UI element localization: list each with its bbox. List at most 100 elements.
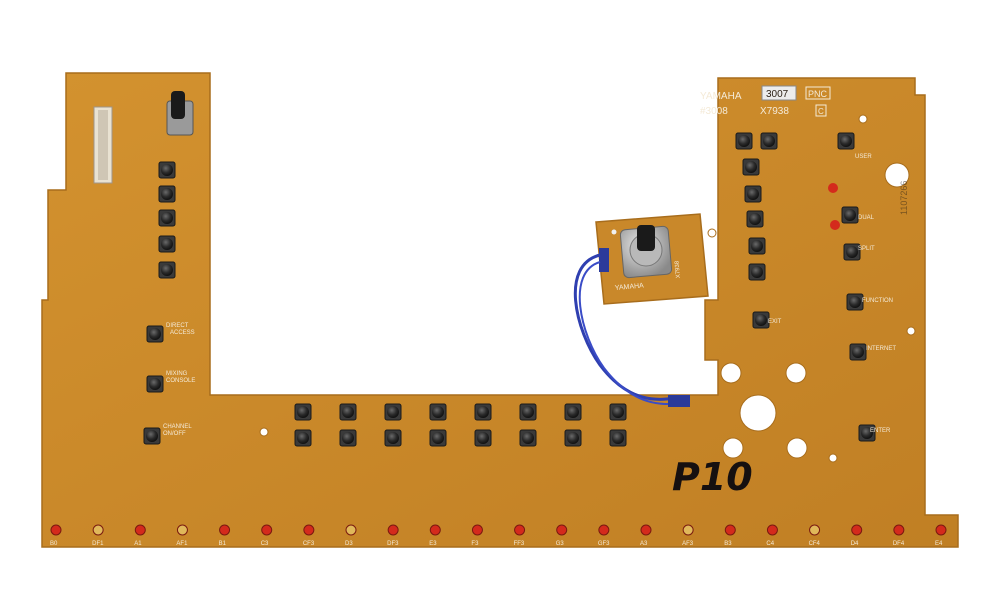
mid-button-top-4[interactable] xyxy=(429,403,447,421)
main-pcb xyxy=(41,72,959,548)
led-label: E3 xyxy=(429,541,437,547)
board-code: X7938 xyxy=(760,106,789,117)
label-dual: DUAL xyxy=(858,215,875,221)
right-button-grid xyxy=(735,132,876,442)
led-15 xyxy=(640,524,652,536)
right-button-7[interactable] xyxy=(748,263,766,281)
right-button-13[interactable] xyxy=(849,343,867,361)
left-button-column xyxy=(143,161,176,445)
left-button-6[interactable] xyxy=(146,325,164,343)
mid-button-bottom-1[interactable] xyxy=(294,429,312,447)
led-label: C3 xyxy=(261,541,269,547)
led-label: D3 xyxy=(345,541,353,547)
pnc-label: PNC xyxy=(808,89,828,99)
right-button-5[interactable] xyxy=(746,210,764,228)
label-access: ACCESS xyxy=(170,330,195,336)
mid-button-bottom-2[interactable] xyxy=(339,429,357,447)
right-button-11[interactable] xyxy=(843,243,861,261)
led-11 xyxy=(471,524,483,536)
mid-button-bottom-8[interactable] xyxy=(609,429,627,447)
mid-button-top-6[interactable] xyxy=(519,403,537,421)
mid-button-top-2[interactable] xyxy=(339,403,357,421)
led-21 xyxy=(893,524,905,536)
led-label: AF3 xyxy=(682,541,694,547)
label-user: USER xyxy=(855,154,872,160)
led-4 xyxy=(176,524,188,536)
right-button-8[interactable] xyxy=(752,311,770,329)
middle-button-grid xyxy=(294,403,627,447)
led-label: A3 xyxy=(640,541,648,547)
handwritten-marking: P10 xyxy=(672,455,753,499)
mid-button-bottom-5[interactable] xyxy=(474,429,492,447)
right-button-10[interactable] xyxy=(841,206,859,224)
mid-button-bottom-6[interactable] xyxy=(519,429,537,447)
right-button-14[interactable] xyxy=(858,424,876,442)
right-button-2[interactable] xyxy=(760,132,778,150)
label-direct: DIRECT xyxy=(166,323,189,329)
led-3 xyxy=(134,524,146,536)
led-7 xyxy=(303,524,315,536)
label-channel: CHANNEL xyxy=(163,424,192,430)
label-exit: EXIT xyxy=(768,319,782,325)
left-button-1[interactable] xyxy=(158,161,176,179)
led-12 xyxy=(514,524,526,536)
led-19 xyxy=(809,524,821,536)
led-17 xyxy=(724,524,736,536)
right-button-3[interactable] xyxy=(742,158,760,176)
left-button-5[interactable] xyxy=(158,261,176,279)
sub-board-code: X7938 xyxy=(674,260,682,278)
label-internet: INTERNET xyxy=(866,346,896,352)
led-label: B1 xyxy=(219,541,227,547)
led-label: GF3 xyxy=(598,541,610,547)
right-button-1[interactable] xyxy=(735,132,753,150)
label-enter: ENTER xyxy=(870,428,891,434)
mid-button-top-8[interactable] xyxy=(609,403,627,421)
mid-button-top-1[interactable] xyxy=(294,403,312,421)
left-button-4[interactable] xyxy=(158,235,176,253)
label-function: FUNCTION xyxy=(862,298,893,304)
led-label: CF3 xyxy=(303,541,315,547)
mid-button-bottom-4[interactable] xyxy=(429,429,447,447)
led-5 xyxy=(219,524,231,536)
left-button-3[interactable] xyxy=(158,209,176,227)
led-label: FF3 xyxy=(514,541,525,547)
led-2 xyxy=(92,524,104,536)
led-right-2 xyxy=(830,220,840,230)
led-6 xyxy=(261,524,273,536)
right-button-6[interactable] xyxy=(748,237,766,255)
led-right-1 xyxy=(828,183,838,193)
maker-label: YAMAHA xyxy=(700,91,742,102)
ink-stamp: 1107266 xyxy=(899,181,909,215)
label-console: CONSOLE xyxy=(166,378,195,384)
led-14 xyxy=(598,524,610,536)
led-label: B0 xyxy=(50,541,58,547)
mid-button-bottom-3[interactable] xyxy=(384,429,402,447)
header-connector xyxy=(93,106,113,184)
led-label: G3 xyxy=(556,541,565,547)
led-label: CF4 xyxy=(809,541,821,547)
encoder-sub-board: YAMAHA X7938 xyxy=(595,213,709,305)
led-10 xyxy=(429,524,441,536)
right-button-12[interactable] xyxy=(846,293,864,311)
left-button-2[interactable] xyxy=(158,185,176,203)
rev-label: C xyxy=(818,107,824,116)
sub-board-maker: YAMAHA xyxy=(615,282,645,292)
board-holes xyxy=(259,114,916,463)
part-number: #3008 xyxy=(700,106,728,117)
right-button-9[interactable] xyxy=(837,132,855,150)
mid-button-bottom-7[interactable] xyxy=(564,429,582,447)
led-22 xyxy=(935,524,947,536)
mid-button-top-5[interactable] xyxy=(474,403,492,421)
led-1 xyxy=(50,524,62,536)
mid-button-top-7[interactable] xyxy=(564,403,582,421)
connector-cn2 xyxy=(668,395,690,407)
left-button-8[interactable] xyxy=(143,427,161,445)
led-20 xyxy=(851,524,863,536)
led-label: DF1 xyxy=(92,541,104,547)
right-button-4[interactable] xyxy=(744,185,762,203)
mid-button-top-3[interactable] xyxy=(384,403,402,421)
left-button-7[interactable] xyxy=(146,375,164,393)
label-onoff: ON/OFF xyxy=(163,431,186,437)
led-label: DF3 xyxy=(387,541,399,547)
